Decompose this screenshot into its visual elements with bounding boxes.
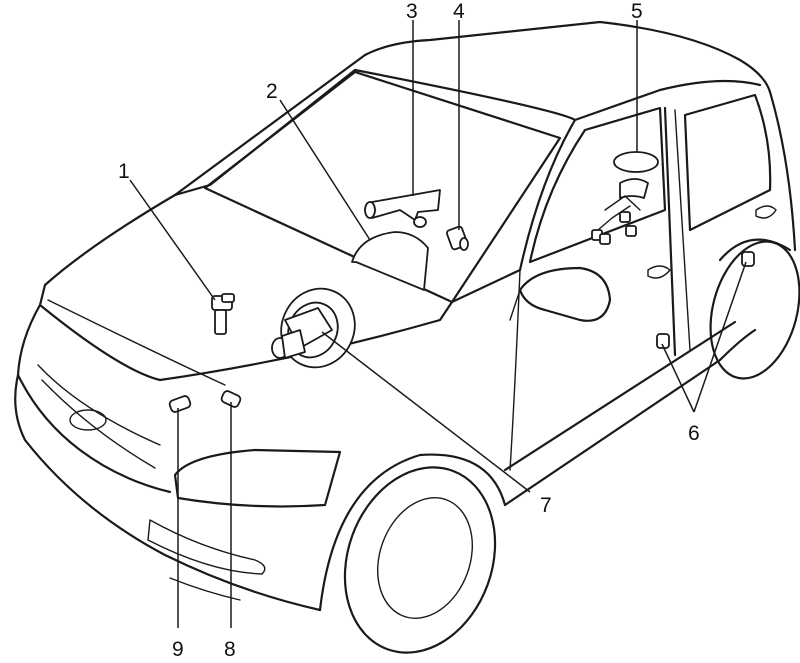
car-body [14,20,800,654]
callout-9: 9 [172,638,184,661]
leader-6b [693,261,747,413]
front-wheel [343,466,497,654]
clock-spring-connector [220,390,242,408]
side-impact-sensor-front [656,333,670,349]
front-grille [16,303,172,494]
callout-4: 4 [453,0,465,23]
callout-labels: 1 2 3 4 5 6 7 8 9 [118,0,700,661]
leader-1 [129,179,216,301]
callout-2: 2 [266,80,278,103]
leader-lines [129,20,747,628]
callout-5: 5 [631,0,643,23]
front-door-window [528,106,667,264]
side-impact-sensor-rear [741,251,755,267]
passenger-airbag [351,231,429,291]
side-mirror [518,266,612,322]
callout-1: 1 [118,160,130,183]
front-impact-sensor [211,293,235,335]
curtain-airbag [364,189,441,228]
hood [38,193,454,382]
callout-8: 8 [224,638,236,661]
leader-2 [279,99,371,241]
leader-6a [661,343,695,413]
leader-7 [321,331,531,493]
callout-3: 3 [406,0,418,23]
side-airbag-module [591,151,659,245]
headlight [173,448,342,508]
callout-7: 7 [540,494,552,517]
components [168,151,755,413]
srs-control-unit [446,225,469,251]
callout-6: 6 [688,422,700,445]
driver-airbag [271,287,356,369]
rear-door-window [683,93,772,232]
crash-sensor-connector [168,395,192,413]
front-bumper [14,373,322,612]
